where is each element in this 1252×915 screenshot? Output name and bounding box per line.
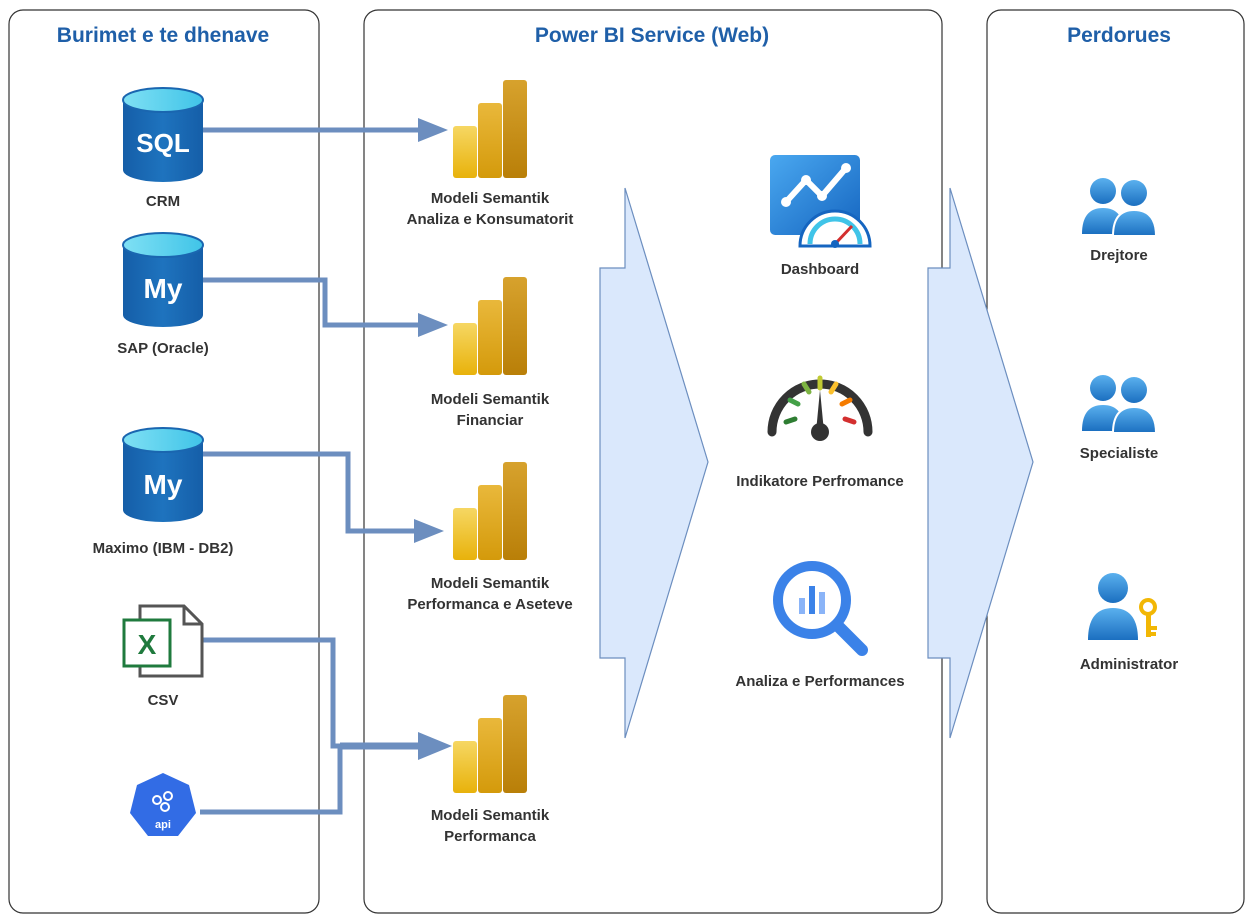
connector-api-to-model [200,732,452,815]
output-analiza-label: Analiza e Performances [735,673,904,690]
mysql-icon-text: My [144,273,183,304]
model-line1: Modeli Semantik [431,575,550,592]
api-icon: api [130,773,196,836]
analytics-search-icon [773,561,868,656]
output-indikatore-label: Indikatore Perfromance [736,473,904,490]
model-line2: Performanca [444,828,536,845]
user-specialiste-label: Specialiste [1080,445,1158,462]
output-dashboard-label: Dashboard [781,261,859,278]
model-performanca-aseteve: Modeli Semantik Performanca e Aseteve [407,462,573,613]
source-csv-label: CSV [148,692,179,709]
connector-crm-to-model [200,118,448,142]
source-csv: X CSV [122,604,204,709]
flow-arrow-outputs-to-users [927,187,1034,739]
excel-file-icon: X [122,604,204,678]
model-line1: Modeli Semantik [431,807,550,824]
source-crm: SQL CRM [122,87,204,210]
source-sap: My SAP (Oracle) [117,232,209,357]
user-drejtore: Drejtore [1082,178,1158,264]
power-bi-icon [453,695,527,793]
source-maximo-label: Maximo (IBM - DB2) [93,540,234,557]
user-administrator: Administrator [1080,573,1179,673]
power-bi-icon [453,462,527,560]
source-sap-label: SAP (Oracle) [117,340,208,357]
model-line1: Modeli Semantik [431,391,550,408]
output-dashboard: Dashboard [770,155,872,278]
mysql-database-icon: My [122,427,204,522]
model-analiza-konsumatorit: Modeli Semantik Analiza e Konsumatorit [407,80,574,228]
connector-maximo-to-model [198,451,444,543]
user-drejtore-label: Drejtore [1090,247,1148,264]
model-line2: Financiar [457,412,524,429]
model-line2: Analiza e Konsumatorit [407,211,574,228]
flow-arrow-models-to-outputs [599,187,709,739]
sources-panel-title: Burimet e te dhenave [57,24,269,47]
output-analiza: Analiza e Performances [735,561,905,690]
users-group-icon [1082,375,1158,434]
power-bi-icon [453,80,527,178]
users-panel-title: Perdorues [1067,24,1171,47]
dashboard-chart-icon [770,155,872,248]
model-line1: Modeli Semantik [431,190,550,207]
gauge-icon [767,375,873,441]
users-group-icon [1082,178,1158,237]
source-maximo: My Maximo (IBM - DB2) [93,427,234,557]
power-bi-icon [453,277,527,375]
model-financiar: Modeli Semantik Financiar [431,277,550,429]
sql-database-icon: SQL [122,87,204,182]
excel-icon-text: X [138,629,157,660]
user-specialiste: Specialiste [1080,375,1158,462]
mysql-database-icon: My [122,232,204,327]
model-line2: Performanca e Aseteve [407,596,572,613]
source-crm-label: CRM [146,193,180,210]
user-administrator-label: Administrator [1080,656,1179,673]
output-indikatore: Indikatore Perfromance [736,375,904,490]
source-api: api [130,773,196,836]
model-performanca: Modeli Semantik Performanca [431,695,550,845]
api-icon-text: api [155,819,171,831]
sql-icon-text: SQL [136,128,190,158]
service-panel-title: Power BI Service (Web) [535,24,769,47]
connector-sap-to-model [198,277,448,337]
mysql-icon-text: My [144,469,183,500]
admin-user-key-icon [1088,573,1157,640]
